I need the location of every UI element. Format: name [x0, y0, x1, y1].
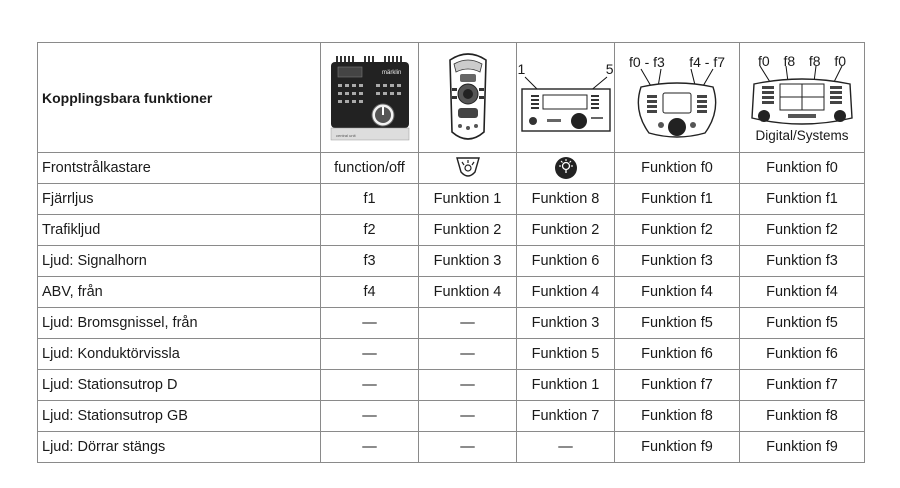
table-cell: Funktion f2 [739, 214, 865, 246]
row-label-ljud-konduktorvissla: Ljud: Konduktörvissla [37, 338, 321, 370]
light-bulb-icon [517, 156, 614, 180]
central-station-column-header: märklin central unit [320, 42, 419, 153]
table-cell: Funktion f3 [614, 245, 740, 277]
table-cell: — [418, 369, 517, 401]
table-cell: — [418, 338, 517, 370]
table-cell: Funktion f4 [614, 276, 740, 308]
table-cell: — [516, 431, 615, 463]
function-table: Kopplingsbara funktioner [37, 42, 865, 463]
table-cell: Funktion 8 [516, 183, 615, 215]
table-cell: Funktion f1 [614, 183, 740, 215]
row-label-ljud-signalhorn: Ljud: Signalhorn [37, 245, 321, 277]
table-cell: f3 [320, 245, 419, 277]
table-cell: Funktion f2 [614, 214, 740, 246]
header-row: Kopplingsbara funktioner [37, 42, 865, 153]
table-cell [516, 152, 615, 184]
table-cell: Funktion f4 [739, 276, 865, 308]
table-cell: f4 [320, 276, 419, 308]
table-cell: Funktion f5 [614, 307, 740, 339]
central-station-device-icon: märklin central unit [330, 55, 409, 140]
table-cell: Funktion f8 [614, 400, 740, 432]
row-label-ljud-stationsutrop-d: Ljud: Stationsutrop D [37, 369, 321, 401]
digital-systems-caption: Digital/Systems [755, 127, 849, 143]
table-cell: — [418, 431, 517, 463]
table-cell: Funktion 4 [418, 276, 517, 308]
table-cell: f2 [320, 214, 419, 246]
table-cell: Funktion f9 [614, 431, 740, 463]
svg-text:central unit: central unit [336, 133, 356, 138]
table-cell: — [320, 338, 419, 370]
table-cell: Funktion 3 [418, 245, 517, 277]
row-label-fjarrljus: Fjärrljus [37, 183, 321, 215]
table-cell: Funktion f7 [739, 369, 865, 401]
row-label-ljud-dorrar-stangs: Ljud: Dörrar stängs [37, 431, 321, 463]
table-cell: Funktion f0 [614, 152, 740, 184]
table-cell: — [418, 307, 517, 339]
handheld-remote-icon [448, 52, 487, 140]
table-cell: Funktion f1 [739, 183, 865, 215]
row-label-abv-fran: ABV, från [37, 276, 321, 308]
table-cell: — [320, 369, 419, 401]
table-cell [418, 152, 517, 184]
table-title: Kopplingsbara funktioner [37, 42, 321, 153]
row-label-ljud-bromsgnissel-fran: Ljud: Bromsgnissel, från [37, 307, 321, 339]
table-cell: Funktion 6 [516, 245, 615, 277]
mobile-station-icon [637, 68, 717, 138]
table-cell: Funktion f3 [739, 245, 865, 277]
row-label-frontstralkastare: Frontstrålkastare [37, 152, 321, 184]
table-cell: f1 [320, 183, 419, 215]
table-cell: Funktion 1 [418, 183, 517, 215]
table-cell: Funktion 7 [516, 400, 615, 432]
table-cell: Funktion 5 [516, 338, 615, 370]
table-cell: Funktion f9 [739, 431, 865, 463]
table-cell: Funktion 2 [418, 214, 517, 246]
table-cell: Funktion f8 [739, 400, 865, 432]
table-cell: Funktion f6 [739, 338, 865, 370]
table-cell: Funktion 3 [516, 307, 615, 339]
table-cell: Funktion f7 [614, 369, 740, 401]
digital-systems-device-icon [751, 65, 853, 125]
row-label-trafikljud: Trafikljud [37, 214, 321, 246]
svg-text:märklin: märklin [382, 70, 401, 76]
headlight-icon [419, 156, 516, 180]
table-cell: Funktion f5 [739, 307, 865, 339]
table-cell: Funktion 1 [516, 369, 615, 401]
table-cell: function/off [320, 152, 419, 184]
table-cell: — [320, 400, 419, 432]
control-unit-icon [520, 76, 611, 132]
table-cell: Funktion 2 [516, 214, 615, 246]
table-cell: Funktion 4 [516, 276, 615, 308]
table-cell: Funktion f6 [614, 338, 740, 370]
table-cell: Funktion f0 [739, 152, 865, 184]
digital-systems-column-header: f0 f8 f8 f0 [739, 42, 865, 153]
mobile-remote-column-header [418, 42, 517, 153]
row-label-ljud-stationsutrop-gb: Ljud: Stationsutrop GB [37, 400, 321, 432]
table-cell: — [320, 431, 419, 463]
table-cell: — [418, 400, 517, 432]
table-cell: — [320, 307, 419, 339]
